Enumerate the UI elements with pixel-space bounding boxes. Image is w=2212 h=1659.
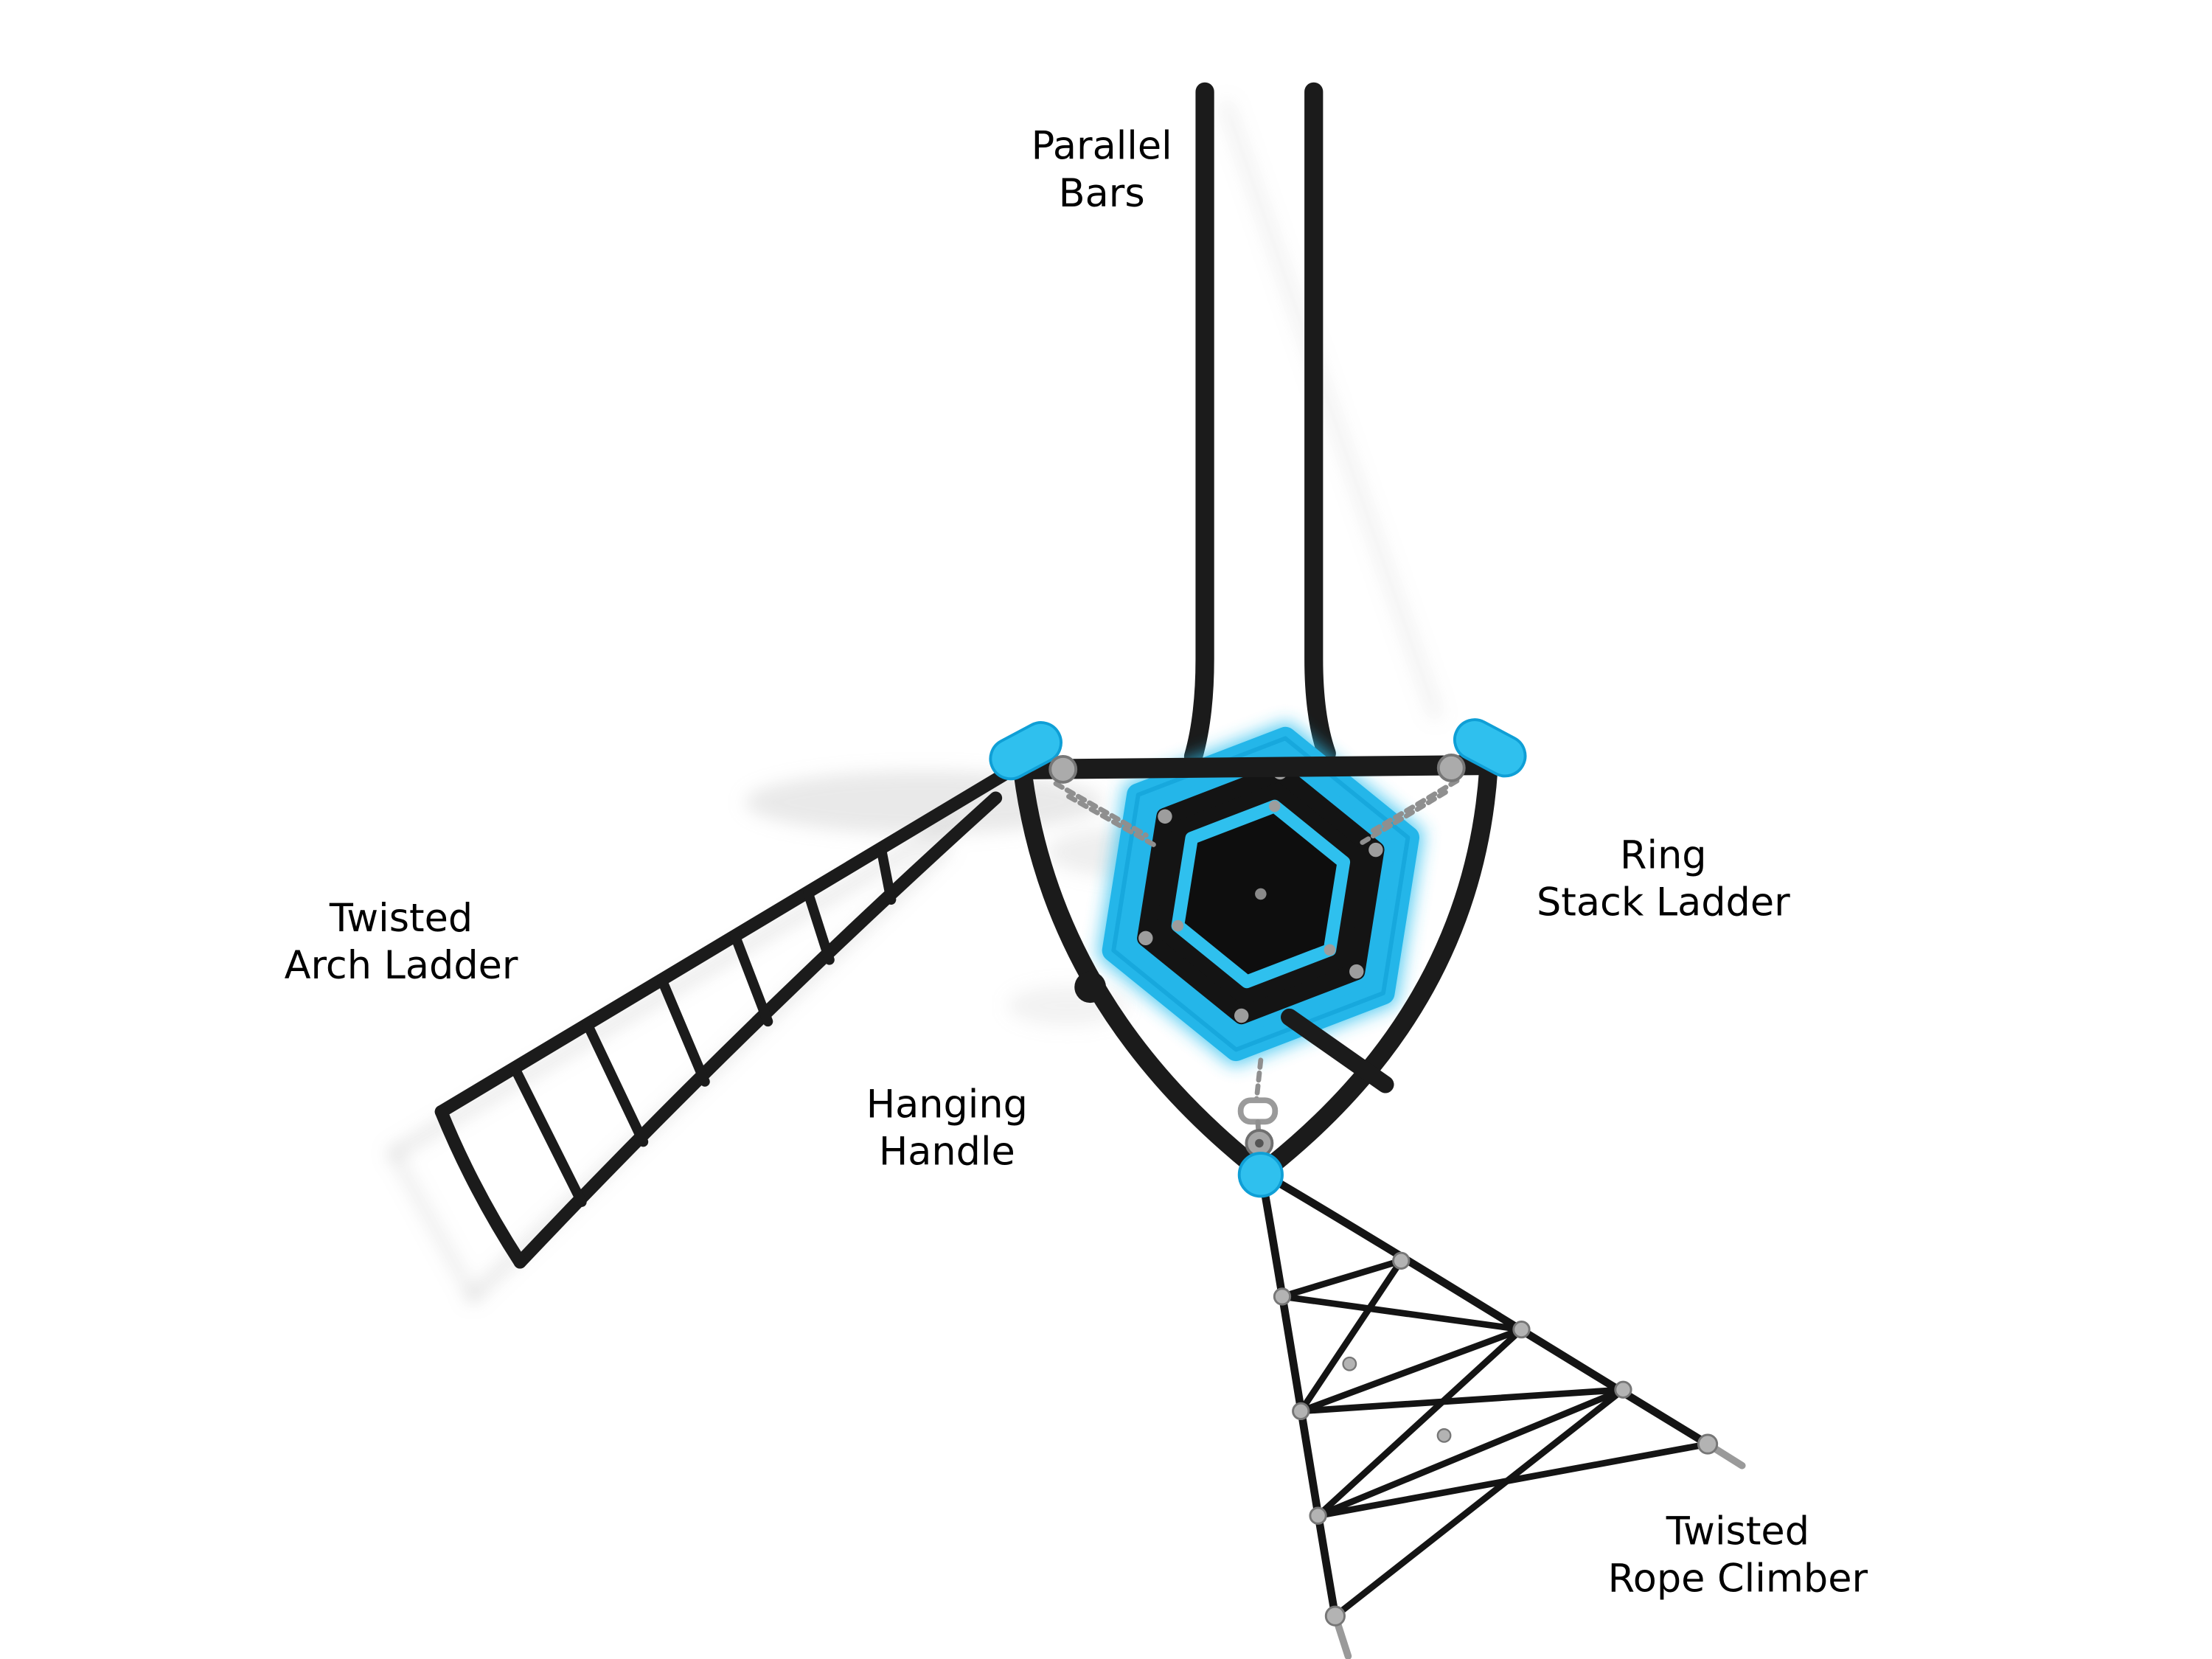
- ladder-rung: [876, 843, 897, 905]
- frame-top-bar: [1015, 754, 1498, 779]
- hex-vertex-clip: [1138, 931, 1153, 946]
- parallel-bars-label-line1: Parallel: [1032, 124, 1172, 169]
- net-diagonal-rope: [1279, 1293, 1525, 1333]
- ladder-rung: [656, 975, 710, 1087]
- net-diagonal-rope: [1315, 1441, 1711, 1520]
- twisted-arch-ladder: [434, 767, 1012, 1269]
- hanging-handle-label-line2: Handle: [879, 1130, 1015, 1175]
- net-diagonal-rope: [1332, 1386, 1627, 1620]
- ring-stack-ladder-label: Ring Stack Ladder: [1537, 832, 1790, 925]
- joint-cylinder: [1453, 718, 1527, 778]
- ladder-shadow-rail1: [388, 818, 959, 1159]
- rope-clamp: [1436, 1427, 1452, 1443]
- rope-clamp: [1697, 1433, 1719, 1455]
- corner-joints: [989, 718, 1527, 1198]
- twisted-rope-climber-label-line2: Rope Climber: [1608, 1557, 1868, 1601]
- twisted-rope-climber: [1258, 1170, 1746, 1659]
- hex-outer-edge: [1111, 736, 1411, 1052]
- net-cross-rope: [1297, 1326, 1525, 1415]
- chain-right: [1369, 778, 1460, 834]
- rope-clamp: [1342, 1356, 1357, 1371]
- parallel-bars-label-line2: Bars: [1059, 171, 1145, 216]
- hex-inner-clip: [1172, 919, 1184, 932]
- twisted-arch-ladder-label: Twisted Arch Ladder: [285, 896, 518, 988]
- rope-clamp: [1324, 1605, 1346, 1627]
- chain-left: [1053, 781, 1149, 838]
- frame-knob: [1074, 971, 1106, 1004]
- hex-inner-clip: [1324, 944, 1336, 956]
- frame-stub: [1281, 1008, 1394, 1093]
- rope-clamp: [1392, 1251, 1411, 1270]
- joint-connector: [1048, 754, 1078, 784]
- twisted-rope-climber-label: Twisted Rope Climber: [1608, 1509, 1868, 1601]
- rope-clamp: [1309, 1506, 1327, 1525]
- ladder-rung: [582, 1019, 649, 1147]
- ladder-rung: [729, 930, 773, 1027]
- ladder-shadow-end: [389, 1149, 478, 1301]
- frame-right-rail: [1262, 759, 1498, 1175]
- twisted-arch-ladder-label-line2: Arch Ladder: [285, 943, 518, 988]
- labels: Parallel Bars Twisted Arch Ladder Ring S…: [285, 124, 1868, 1601]
- rope-clamp: [1614, 1380, 1632, 1399]
- hex-inner-clip: [1268, 800, 1281, 813]
- chain-bottom: [1253, 1057, 1264, 1103]
- net-diagonal-rope: [1297, 1386, 1627, 1415]
- ring-stack-ladder-label-line1: Ring: [1620, 832, 1707, 877]
- joint-cylinder: [989, 721, 1062, 781]
- hex-vertex-clip: [1368, 842, 1383, 858]
- rope-clamp: [1512, 1320, 1531, 1339]
- net-cross-rope: [1279, 1257, 1405, 1300]
- hex-center-pin: [1255, 888, 1267, 900]
- hex-vertex-clip: [1349, 964, 1364, 979]
- ring-stack-ladder-label-line2: Stack Ladder: [1537, 880, 1790, 925]
- hex-vertex-clip: [1234, 1008, 1249, 1023]
- hex-platform: [1097, 721, 1425, 1067]
- handle-bracket-pin: [1255, 1138, 1264, 1148]
- bars-shadow: [1220, 100, 1442, 720]
- rope-clamp: [1273, 1287, 1292, 1306]
- net-edge-rope-left: [1258, 1173, 1340, 1621]
- twisted-arch-ladder-label-line1: Twisted: [329, 896, 473, 941]
- joint-connector: [1436, 754, 1466, 782]
- ladder-rail-top: [434, 767, 1012, 1119]
- net-diagonal-rope: [1315, 1326, 1525, 1520]
- hanging-handle-label: Hanging Handle: [866, 1082, 1028, 1175]
- hub-shadow-left: [745, 771, 1104, 834]
- twisted-rope-climber-label-line1: Twisted: [1666, 1509, 1809, 1554]
- parallel-bars-label: Parallel Bars: [1032, 124, 1172, 216]
- hanging-handle-label-line1: Hanging: [866, 1082, 1028, 1127]
- net-diagonal-rope: [1297, 1257, 1405, 1415]
- joint-top-right: [1453, 718, 1527, 778]
- ladder-rung: [509, 1062, 587, 1207]
- parallel-bar-right: [1304, 82, 1336, 763]
- ladder-rail-end: [434, 1105, 527, 1269]
- net-edge-rope-right: [1261, 1170, 1712, 1448]
- support-frame: [1013, 754, 1498, 1175]
- parallel-bars: [1183, 82, 1336, 766]
- chain-left: [1066, 793, 1158, 848]
- ladder-rail-bottom: [513, 791, 1003, 1269]
- joint-bottom-ball: [1237, 1152, 1284, 1198]
- net-cross-rope: [1315, 1386, 1627, 1520]
- chains-and-handle: [1053, 778, 1460, 1158]
- hanging-handle-grip: [1237, 1097, 1279, 1125]
- hex-vertex-clip: [1158, 809, 1172, 824]
- ladder-rung: [803, 887, 835, 965]
- parallel-bar-left: [1183, 82, 1214, 766]
- joint-top-left: [989, 721, 1062, 781]
- chain-right: [1360, 790, 1448, 845]
- rope-clamp: [1292, 1402, 1310, 1421]
